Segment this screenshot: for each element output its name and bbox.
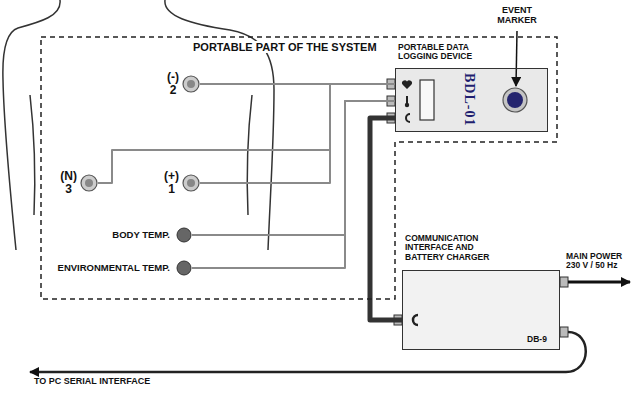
- electrode: (N)3: [60, 170, 98, 196]
- electrode-wire: [98, 84, 395, 183]
- data-logger: PORTABLE DATA LOGGING DEVICEBDL-01: [395, 68, 548, 132]
- charger-body: [402, 270, 560, 350]
- arm-line: [30, 95, 35, 215]
- electrode-symbol: [187, 80, 195, 88]
- port: [560, 327, 568, 337]
- boundary-outline: [41, 37, 557, 299]
- device-cable: [370, 118, 402, 320]
- temperature-sensor: ENVIRONMENTAL TEMP.: [58, 260, 192, 276]
- callout-number: 1: [168, 183, 175, 196]
- plug-icon: [413, 315, 418, 325]
- callout-number: 2: [170, 84, 177, 97]
- sensor-label: ENVIRONMENTAL TEMP.: [58, 263, 170, 273]
- electrode-wire: [200, 84, 395, 183]
- thermometer-icon: [406, 96, 408, 103]
- sensor-symbol: [177, 228, 191, 242]
- callout-label: EVENT MARKER: [490, 6, 544, 26]
- sensor-label: BODY TEMP.: [112, 230, 170, 240]
- communication-interface: COMMUNICATION INTERFACE AND BATTERY CHAR…: [402, 270, 560, 350]
- interface-label: TO PC SERIAL INTERFACE: [34, 377, 254, 387]
- serial-cable: [30, 332, 586, 372]
- electrode-symbol: [182, 174, 200, 192]
- electrode-symbol: [187, 179, 195, 187]
- device-heading: PORTABLE DATA LOGGING DEVICE: [398, 43, 492, 62]
- connector-name: DB-9: [527, 335, 547, 344]
- electrode: (-)2: [167, 71, 200, 97]
- plug-icon: [406, 114, 410, 122]
- callout-number: 3: [65, 183, 72, 196]
- power-arrow: [568, 281, 630, 284]
- polarity-label: (N): [60, 170, 77, 183]
- event-button-ring: [503, 88, 527, 112]
- thermometer-icon: [405, 103, 409, 107]
- electrode-symbol: [85, 179, 93, 187]
- electrode: (+)1: [164, 170, 200, 196]
- arm-line: [247, 95, 252, 215]
- sensor-symbol: [177, 261, 191, 275]
- electrode-symbol: [80, 174, 98, 192]
- device-body: [395, 68, 548, 132]
- region-title: PORTABLE PART OF THE SYSTEM: [190, 41, 380, 53]
- electrode-symbol: [81, 175, 97, 191]
- device-display: [420, 80, 434, 120]
- power-label: MAIN POWER 230 V / 50 Hz: [566, 252, 634, 271]
- sensor-wire: [192, 101, 395, 235]
- temperature-sensor: BODY TEMP.: [112, 227, 192, 243]
- polarity-label: (+): [164, 170, 179, 183]
- event-button: [507, 92, 523, 108]
- electrode-symbol: [183, 175, 199, 191]
- port: [560, 277, 568, 287]
- device-model: BDL-01: [462, 73, 477, 126]
- electrode-symbol: [183, 76, 199, 92]
- sensor-symbol: [176, 260, 192, 276]
- sensor-wire: [192, 101, 395, 268]
- device-heading: COMMUNICATION INTERFACE AND BATTERY CHAR…: [405, 234, 509, 262]
- heart-icon: [402, 80, 412, 89]
- leader-arrow: [516, 31, 517, 86]
- electrode-symbol: [182, 75, 200, 93]
- sensor-symbol: [176, 227, 192, 243]
- polarity-label: (-): [167, 71, 179, 84]
